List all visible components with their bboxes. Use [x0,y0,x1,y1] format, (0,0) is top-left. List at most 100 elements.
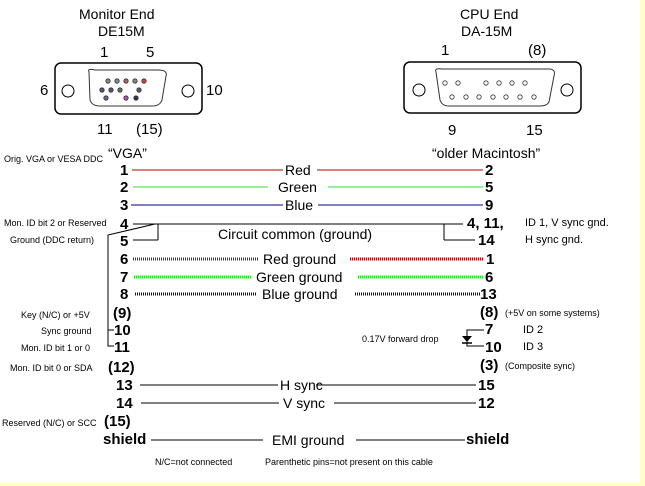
da15-screw-right [560,83,574,97]
vga-pin-13: 13 [116,377,133,394]
signal-circuit-common: Circuit common (ground) [218,226,373,242]
da15-label-pin15: 15 [526,122,543,139]
vga-pin-5: 5 [120,233,129,250]
de15-pin-2 [114,78,120,84]
de15-pin-4 [132,78,138,84]
signal-emi-ground: EMI ground [272,432,345,448]
da15-pin-row1-1 [442,80,448,86]
da15-screw-left [412,83,426,97]
de15-pin-row3-1 [103,95,109,101]
signal-blue: Blue [285,197,314,213]
vga-standard-note: Orig. VGA or VESA DDC [4,154,104,164]
da15-pin-row2-4 [490,94,496,100]
vga-pin5-note: Ground (DDC return) [10,235,95,245]
signal-green: Green [278,179,317,195]
mac-pin4-note: ID 1, V sync gnd. [525,217,609,229]
cpu-end-title: CPU End [460,6,519,22]
da15-shell [403,61,582,114]
mac-pin10-note: ID 3 [523,341,544,353]
mac-pin-10: 10 [485,339,502,356]
da15-label-pin1: 1 [441,42,450,59]
de15-label-pin1: 1 [100,44,109,61]
da15-pin-row1-2 [455,80,461,86]
vga-pin-12: (12) [108,359,135,376]
vga-pin-6: 6 [120,251,129,268]
de15-pin-row2-3 [117,87,123,93]
da15-pin-row2-3 [476,94,482,100]
vga-pin-14: 14 [116,395,133,412]
signal-red-ground: Red ground [263,251,337,267]
mac-pin-9: 9 [485,197,494,214]
cpu-connector-type: DA-15M [461,23,513,39]
vga-pin11-note: Mon. ID bit 1 or 0 [21,343,91,353]
de15-pins [99,78,147,101]
de15-screw-right [181,84,195,98]
vga-pin15-note: Reserved (N/C) or SCC [2,418,97,428]
vga-pin-3: 3 [120,197,129,214]
mac-pin-1: 1 [486,251,495,268]
vga-pin-4: 4 [120,216,129,233]
da15-pin-row2-1 [449,94,455,100]
mac-pin-15: 15 [478,377,495,394]
vga-pin-2: 2 [120,179,129,196]
signal-vsync: V sync [283,395,326,411]
vga-pin12-note: Mon. ID bit 0 or SDA [10,363,93,373]
signal-green-ground: Green ground [256,269,343,285]
monitor-end-title: Monitor End [79,6,155,22]
de15-screw-left [61,84,75,98]
de15-pin-row3-2 [123,95,129,101]
da15-pin-row1-6 [522,80,528,86]
mac-shield: shield [466,431,510,448]
da15-pins [442,80,537,100]
mac-pin-5: 5 [485,179,494,196]
de15-pin-row2-1 [99,87,105,93]
da15-pin-row2-6 [517,94,523,100]
da15-pin-row1-4 [496,80,502,86]
de15-shell [54,62,203,115]
vga-pin-11: 11 [114,339,130,356]
da15-connector [403,61,582,114]
mac-pin-13: 13 [480,286,497,303]
de15-label-pin6: 6 [40,82,49,99]
de15-pin-3 [123,78,129,84]
diode-triangle [462,336,472,342]
de15-connector [54,62,203,115]
monitor-connector-type: DE15M [98,23,145,39]
de15-label-pin11: 11 [97,121,113,138]
da15-label-pin9: 9 [448,122,457,139]
mac-pin-14: 14 [478,232,495,249]
mac-pin-8: (8) [480,304,499,321]
vga-pin9-note: Key (N/C) or +5V [21,310,90,320]
vga-pin-15: (15) [104,413,131,430]
de15-pin-row2-4 [136,87,142,93]
footnote-parenthetic: Parenthetic pins=not present on this cab… [265,457,433,467]
signal-red: Red [285,162,311,178]
da15-pin-row1-5 [509,80,515,86]
da15-pin-row2-2 [463,94,469,100]
da15-label-pin8: (8) [528,42,547,59]
da15-shroud [435,68,555,107]
da15-pin-row2-5 [503,94,509,100]
da15-pin-row2-7 [531,94,537,100]
da15-pin-row1-3 [483,80,489,86]
de15-pin-row3-3 [133,95,139,101]
vga-pin10-note: Sync ground [41,326,92,336]
vga-pin-8: 8 [120,286,129,303]
mac-pin-2: 2 [485,162,494,179]
footnote-nc: N/C=not connected [155,457,233,467]
vga-pin-10: 10 [114,322,131,339]
de15-pin-1 [105,78,111,84]
wire-sync-ground [107,223,156,347]
signal-hsync: H sync [280,377,323,393]
de15-label-pin5: 5 [146,44,155,61]
mac-pin-7: 7 [485,321,494,338]
vga-pin-9: (9) [113,305,132,322]
mac-pin-4-11: 4, 11, [467,215,504,232]
de15-label-pin15: (15) [136,121,163,138]
mac-pin8-note: (+5V on some systems) [505,308,600,318]
mac-side-label: “older Macintosh” [432,145,541,161]
de15-pin-5 [141,78,147,84]
mac-pin7-note: ID 2 [523,324,544,336]
